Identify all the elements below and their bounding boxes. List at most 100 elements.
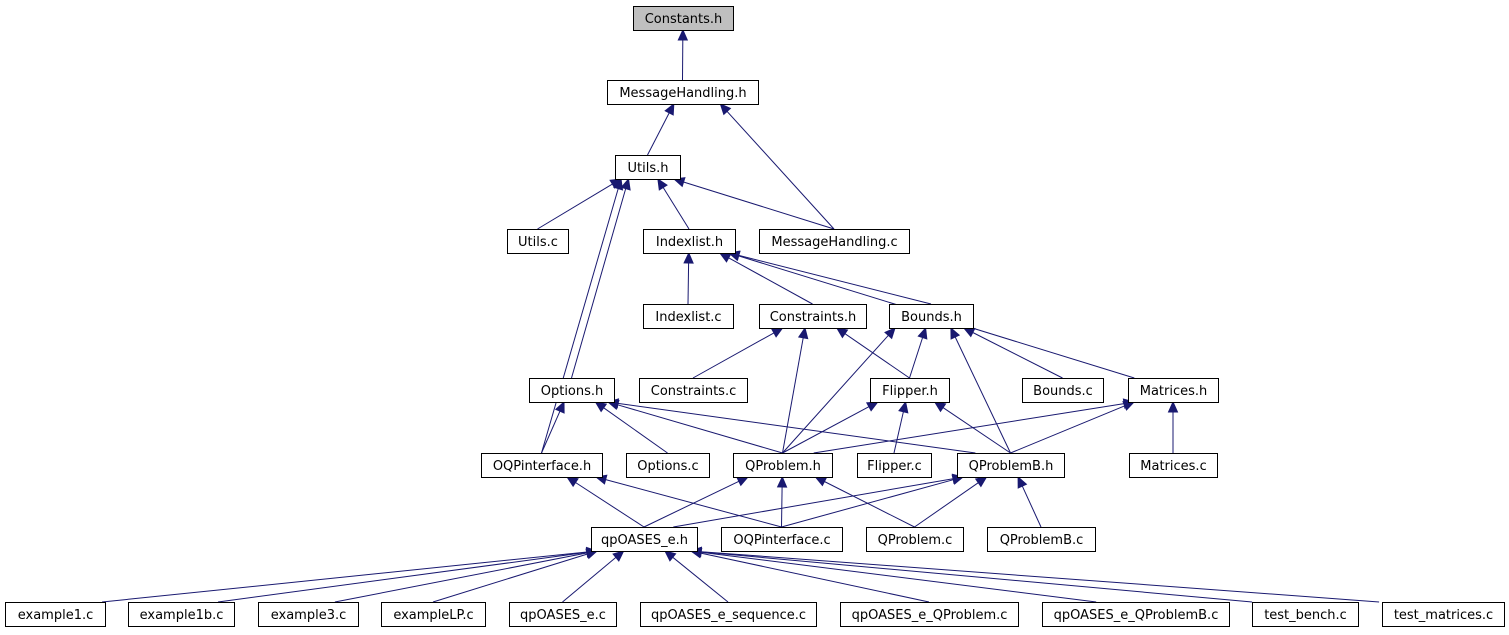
- node-qproblemb-c[interactable]: QProblemB.c: [987, 527, 1096, 552]
- node-qpoases-e-sequence-c[interactable]: qpOASES_e_sequence.c: [640, 602, 817, 627]
- arrowhead-icon: [835, 327, 849, 339]
- arrowhead-icon: [962, 327, 976, 338]
- node-box: [957, 453, 1065, 478]
- node-label: test_matrices.c: [1394, 608, 1493, 623]
- node-label: QProblemB.c: [1000, 533, 1084, 548]
- node-label: qpOASES_e_QProblem.c: [852, 608, 1008, 623]
- edge-bounds-h-to-indexlist-h: [727, 250, 932, 305]
- node-label: Constraints.c: [651, 384, 736, 399]
- node-indexlist-c[interactable]: Indexlist.c: [643, 304, 734, 329]
- arrowhead-icon: [657, 177, 668, 191]
- node-constraints-h[interactable]: Constraints.h: [759, 304, 867, 329]
- node-matrices-c[interactable]: Matrices.c: [1129, 453, 1218, 478]
- arrowhead-icon: [554, 400, 565, 414]
- node-box: [840, 602, 1019, 627]
- arrowhead-icon: [898, 400, 909, 414]
- node-qproblem-h[interactable]: QProblem.h: [733, 453, 833, 478]
- node-indexlist-h[interactable]: Indexlist.h: [643, 229, 736, 254]
- node-label: Options.h: [541, 384, 604, 399]
- node-label: QProblem.h: [745, 459, 821, 474]
- node-box: [889, 304, 974, 329]
- node-matrices-h[interactable]: Matrices.h: [1128, 378, 1219, 403]
- node-box: [857, 453, 932, 478]
- node-qpoases-e-c[interactable]: qpOASES_e.c: [509, 602, 617, 627]
- node-test-matrices-c[interactable]: test_matrices.c: [1382, 602, 1505, 627]
- node-examplelp-c[interactable]: exampleLP.c: [381, 602, 486, 627]
- edge-qpoases-e-qproblem-c-to-qpoases-e-h: [689, 548, 930, 603]
- node-label: test_bench.c: [1264, 608, 1347, 623]
- node-label: Constants.h: [645, 12, 723, 27]
- arrowhead-icon: [1017, 475, 1028, 489]
- node-box: [1022, 378, 1104, 403]
- edge-qproblem-c-to-qproblem-h: [814, 476, 915, 528]
- node-oqpinterface-c[interactable]: OQPinterface.c: [721, 527, 843, 552]
- node-label: Flipper.c: [867, 459, 922, 474]
- node-qpoases-e-qproblemb-c[interactable]: qpOASES_e_QProblemB.c: [1042, 602, 1230, 627]
- node-label: qpOASES_e.c: [520, 608, 606, 623]
- node-constants-h[interactable]: Constants.h: [633, 6, 734, 31]
- node-messagehandling-c[interactable]: MessageHandling.c: [759, 229, 910, 254]
- node-box: [866, 527, 964, 552]
- node-flipper-c[interactable]: Flipper.c: [857, 453, 932, 478]
- node-bounds-c[interactable]: Bounds.c: [1022, 378, 1104, 403]
- node-box: [128, 602, 235, 627]
- node-oqpinterface-h[interactable]: OQPinterface.h: [481, 453, 603, 478]
- edge-qproblemb-h-to-options-h: [606, 398, 976, 454]
- node-flipper-h[interactable]: Flipper.h: [870, 378, 950, 403]
- edge-qpoases-e-sequence-c-to-qpoases-e-h: [664, 550, 729, 603]
- node-example1b-c[interactable]: example1b.c: [128, 602, 235, 627]
- arrowhead-icon: [664, 102, 675, 116]
- edge-constraints-c-to-constraints-h: [692, 327, 784, 379]
- arrowhead-icon: [1167, 400, 1179, 413]
- node-box: [258, 602, 359, 627]
- node-qpoases-e-h[interactable]: qpOASES_e.h: [591, 527, 698, 552]
- node-label: OQPinterface.c: [733, 533, 830, 548]
- arrowhead-icon: [770, 327, 784, 338]
- node-qproblemb-h[interactable]: QProblemB.h: [957, 453, 1065, 478]
- node-box: [591, 527, 698, 552]
- edge-qproblem-h-to-matrices-h: [813, 398, 1136, 454]
- node-options-c[interactable]: Options.c: [626, 453, 710, 478]
- node-label: QProblemB.h: [969, 459, 1054, 474]
- node-box: [1042, 602, 1230, 627]
- node-label: Matrices.h: [1140, 384, 1208, 399]
- node-box: [870, 378, 950, 403]
- node-label: OQPinterface.h: [493, 459, 591, 474]
- arrowhead-icon: [566, 476, 579, 488]
- node-constraints-c[interactable]: Constraints.c: [639, 378, 748, 403]
- node-box: [529, 378, 615, 403]
- node-label: Utils.h: [628, 161, 669, 176]
- node-bounds-h[interactable]: Bounds.h: [889, 304, 974, 329]
- edge-qproblem-h-to-bounds-h: [782, 327, 896, 454]
- edge-qproblem-c-to-qproblemb-h: [914, 476, 988, 528]
- node-label: example1.c: [18, 608, 94, 623]
- arrowhead-icon: [719, 103, 732, 116]
- node-box: [759, 229, 910, 254]
- node-utils-c[interactable]: Utils.c: [507, 229, 569, 254]
- node-messagehandling-h[interactable]: MessageHandling.h: [607, 80, 759, 105]
- arrowhead-icon: [612, 550, 625, 562]
- node-test-bench-c[interactable]: test_bench.c: [1252, 602, 1359, 627]
- edge-qpoases-e-c-to-qpoases-e-h: [562, 550, 625, 603]
- edge-oqpinterface-h-to-options-h: [541, 400, 565, 454]
- edge-qproblem-h-to-options-h: [606, 399, 783, 454]
- node-options-h[interactable]: Options.h: [529, 378, 615, 403]
- node-label: QProblem.c: [878, 533, 953, 548]
- edge-flipper-c-to-flipper-h: [893, 400, 909, 454]
- node-qpoases-e-qproblem-c[interactable]: qpOASES_e_QProblem.c: [840, 602, 1019, 627]
- node-qproblem-c[interactable]: QProblem.c: [866, 527, 964, 552]
- node-box: [509, 602, 617, 627]
- node-label: Flipper.h: [882, 384, 938, 399]
- edge-indexlist-c-to-indexlist-h: [683, 251, 694, 305]
- node-example1-c[interactable]: example1.c: [5, 602, 106, 627]
- edge-qproblemb-h-to-bounds-h: [950, 326, 1011, 454]
- node-box: [615, 155, 681, 180]
- node-utils-h[interactable]: Utils.h: [615, 155, 681, 180]
- node-label: MessageHandling.h: [619, 86, 746, 101]
- node-example3-c[interactable]: example3.c: [258, 602, 359, 627]
- node-box: [626, 453, 710, 478]
- arrowhead-icon: [594, 401, 608, 413]
- node-box: [5, 602, 106, 627]
- node-box: [607, 80, 759, 105]
- edge-flipper-h-to-bounds-h: [909, 326, 928, 379]
